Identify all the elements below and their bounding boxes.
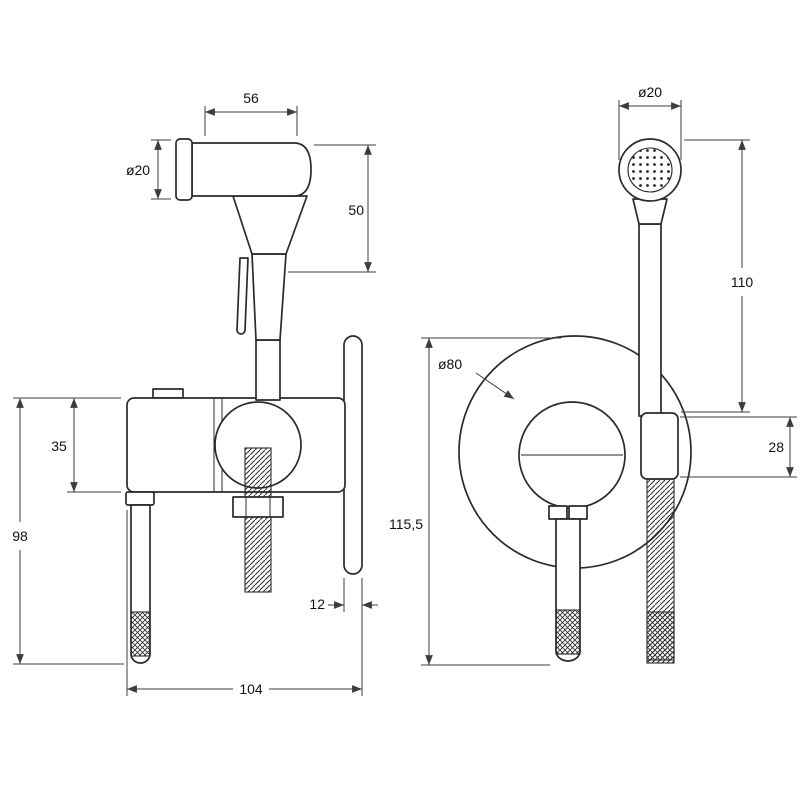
dim-label-handset-height: 110 — [731, 274, 754, 290]
lever-knurl-front — [555, 609, 581, 655]
lever-collar — [125, 491, 155, 506]
dim-total-height-left: 98 — [12, 397, 124, 665]
sprayer-connector-tube — [255, 339, 281, 401]
dim-head-height: 50 — [288, 144, 376, 273]
wall-plate-side — [343, 335, 363, 575]
sprayer-head-side — [191, 142, 312, 197]
dim-bracket-height: 28 — [680, 416, 797, 478]
handset-front — [618, 138, 682, 417]
shower-hose-side — [244, 447, 272, 593]
shower-hose-front — [646, 478, 675, 664]
dim-total-width: 104 — [126, 510, 363, 697]
front-view: ø20 110 ø80 115,5 28 — [389, 84, 797, 666]
dim-head-length: 56 — [204, 90, 298, 136]
handset-neck — [632, 198, 668, 225]
dim-label-body-height: 35 — [51, 438, 67, 454]
control-lever-side — [125, 491, 155, 664]
dim-label-head-length: 56 — [243, 90, 259, 106]
body-top-pin — [152, 388, 184, 399]
dim-plate-thickness: 12 — [309, 578, 378, 612]
side-view: 56 ø20 50 35 98 — [12, 90, 378, 697]
dim-head-diameter-front: ø20 — [618, 84, 682, 160]
sprayer-head-cap — [175, 138, 193, 201]
hose-nut — [232, 496, 284, 518]
sprayer-trigger — [236, 257, 249, 335]
dim-label-plate-thickness: 12 — [309, 596, 325, 612]
dim-body-height: 35 — [51, 398, 121, 493]
dim-head-diameter-side: ø20 — [126, 139, 171, 200]
dim-label-total-height-left: 98 — [12, 528, 28, 544]
handset-grip-tube — [638, 223, 662, 417]
dim-label-head-height: 50 — [348, 202, 364, 218]
dim-label-head-diameter-front: ø20 — [638, 84, 662, 100]
dim-flange-diameter: ø80 — [438, 356, 515, 400]
dim-label-total-width: 104 — [239, 681, 263, 697]
sprayer-cone — [232, 195, 308, 255]
dim-label-total-height-right: 115,5 — [389, 516, 423, 532]
lever-knurl — [130, 611, 151, 657]
dim-handset-height: 110 — [681, 139, 754, 413]
lever-adapter — [568, 505, 588, 520]
sprayer-grip — [251, 253, 287, 341]
hand-sprayer-side — [175, 138, 312, 401]
dim-label-flange-diameter: ø80 — [438, 356, 462, 372]
shower-face-nozzles — [627, 147, 673, 193]
lever-adapter — [548, 505, 568, 520]
hose-end-fitting — [646, 611, 675, 661]
dim-label-head-diameter-side: ø20 — [126, 162, 150, 178]
dim-label-bracket-height: 28 — [768, 439, 784, 455]
holder-bracket — [640, 412, 679, 480]
dim-total-height-right: 115,5 — [389, 337, 561, 666]
control-lever-front — [548, 505, 588, 662]
